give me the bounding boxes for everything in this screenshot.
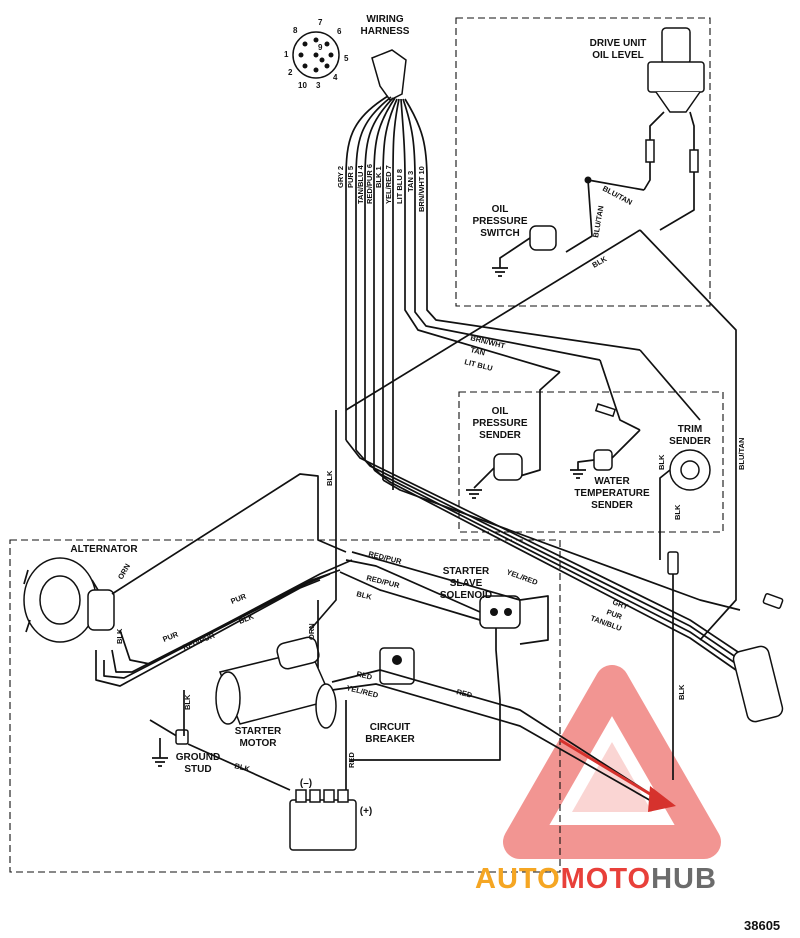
label-starter: STARTER	[235, 726, 282, 737]
label-trim: TRIM	[678, 424, 702, 435]
watermark-arrow	[559, 738, 661, 802]
label-blk-harness: BLK	[325, 470, 334, 486]
engine-box	[9, 539, 561, 873]
battery	[289, 789, 357, 851]
label-blk-ground-v: BLK	[183, 694, 192, 710]
label-slave: SLAVE	[450, 578, 483, 589]
label-alternator: ALTERNATOR	[70, 544, 138, 555]
pin-2: 2	[288, 68, 293, 77]
label-yel-red-7: YEL/RED 7	[384, 165, 393, 204]
label-battery-positive: (+)	[360, 806, 373, 817]
circuit-breaker	[379, 647, 415, 685]
label-oil-2: OIL	[492, 406, 509, 417]
label-orn-alt: ORN	[116, 562, 132, 581]
figure-number: 38605	[744, 918, 780, 933]
label-tan: TAN	[470, 345, 487, 357]
starter-motor	[215, 636, 337, 729]
label-motor: MOTOR	[239, 738, 277, 749]
label-red-pur-sol-2: RED/PUR	[366, 573, 401, 590]
label-breaker: BREAKER	[365, 734, 415, 745]
watermark-auto: AUTO	[475, 863, 561, 895]
label-yel-red-sol: YEL/RED	[505, 567, 539, 587]
label-red-batt: RED	[347, 752, 356, 768]
oil-pressure-switch	[492, 225, 557, 277]
label-lit-blu: LIT BLU	[464, 357, 494, 373]
label-gry-2: GRY 2	[336, 166, 345, 188]
label-sender-3: SENDER	[591, 500, 633, 511]
harness-fan	[345, 95, 641, 490]
label-blk-alt-v: BLK	[115, 628, 124, 644]
pin-1: 1	[284, 50, 289, 59]
label-oil-level: OIL LEVEL	[592, 50, 644, 61]
label-sender-2: SENDER	[479, 430, 521, 441]
ground-stud	[149, 690, 291, 791]
label-red-sol: RED	[456, 687, 474, 700]
drive-unit-box	[455, 17, 711, 307]
label-pressure-2: PRESSURE	[472, 418, 527, 429]
svg-text:AUTOMOTOHUB: AUTOMOTOHUB	[475, 863, 717, 895]
pin-8: 8	[293, 26, 298, 35]
label-starter-sol: STARTER	[443, 566, 490, 577]
label-red-pur-6: RED/PUR 6	[365, 164, 374, 204]
watermark-hub: HUB	[651, 863, 717, 895]
label-blk-sol: BLK	[356, 589, 374, 602]
label-ground: GROUND	[176, 752, 220, 763]
label-battery-negative: (–)	[300, 778, 312, 789]
pin-9: 9	[318, 43, 323, 52]
label-oil: OIL	[492, 204, 509, 215]
label-stud: STUD	[184, 764, 211, 775]
label-blu-tan-right: BLU/TAN	[737, 438, 746, 470]
pin-4: 4	[333, 73, 338, 82]
label-pur-5: PUR 5	[346, 166, 355, 188]
label-lit-blu-8: LIT BLU 8	[395, 169, 404, 204]
label-pur-alt: PUR	[229, 591, 248, 605]
drive-unit-oil-level	[643, 27, 705, 231]
label-blk-trim-2: BLK	[673, 504, 682, 520]
label-tan-3: TAN 3	[406, 171, 415, 192]
label-blk-trim: BLK	[657, 454, 666, 470]
label-red-pur-sol: RED/PUR	[368, 549, 403, 566]
harness-plug	[371, 49, 407, 101]
watermark-logo	[503, 665, 721, 859]
label-blk-diag: BLK	[591, 254, 609, 270]
pin-10: 10	[298, 81, 307, 90]
pin-5: 5	[344, 54, 349, 63]
harness-connector: 7 6 5 4 3 10 2 1 8 9	[284, 18, 349, 90]
label-temperature: TEMPERATURE	[574, 488, 650, 499]
label-pressure: PRESSURE	[472, 216, 527, 227]
pin-7: 7	[318, 18, 323, 27]
trim-sender	[659, 449, 711, 560]
label-harness: HARNESS	[361, 26, 410, 37]
label-tan-blu-4: TAN/BLU 4	[356, 165, 365, 204]
label-blk-1: BLK 1	[374, 166, 383, 188]
label-water: WATER	[594, 476, 630, 487]
label-red-pur-alt: RED/PUR	[181, 631, 216, 652]
engine-sender-box	[458, 391, 724, 533]
label-wiring: WIRING	[366, 14, 403, 25]
watermark-moto: MOTO	[561, 863, 651, 895]
alternator	[23, 557, 115, 643]
water-temperature-sender	[570, 429, 641, 479]
label-trim-sender: SENDER	[669, 436, 711, 447]
label-blk-vertical: BLK	[677, 684, 686, 700]
starter-slave-solenoid	[479, 595, 521, 629]
drive-harness-plug	[732, 645, 784, 723]
label-circuit: CIRCUIT	[370, 722, 411, 733]
pin-6: 6	[337, 27, 342, 36]
label-drive-unit: DRIVE UNIT	[590, 38, 647, 49]
label-blk-ground: BLK	[234, 761, 252, 774]
label-brn-wht-10: BRN/WHT 10	[417, 166, 426, 212]
label-solenoid: SOLENOID	[440, 590, 492, 601]
label-pur-alt-2: PUR	[161, 629, 180, 643]
pin-3: 3	[316, 81, 321, 90]
label-red-cb: RED	[356, 669, 374, 682]
label-switch: SWITCH	[480, 228, 519, 239]
label-blu-tan-switch: BLU/TAN	[591, 205, 605, 238]
label-orn-starter: ORN	[307, 623, 316, 640]
oil-pressure-sender	[466, 453, 523, 499]
